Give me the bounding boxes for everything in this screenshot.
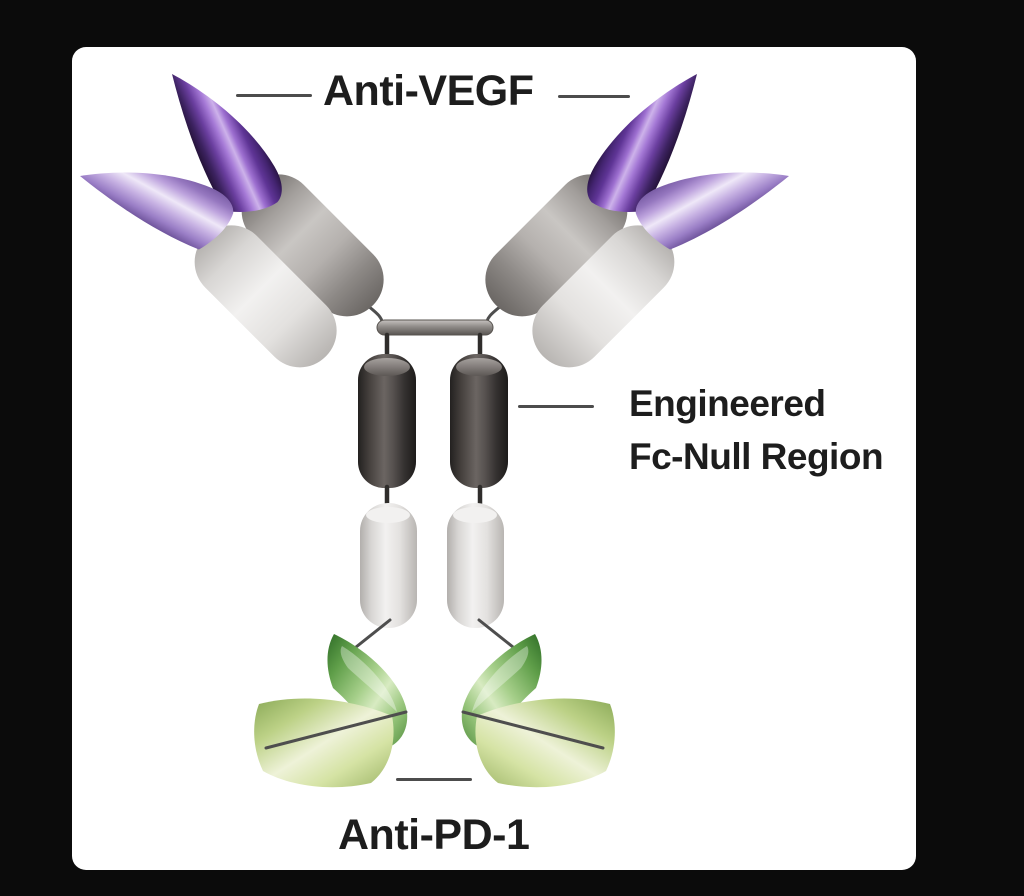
callout-line-fc-null [518, 405, 594, 408]
fc-null-region [358, 354, 508, 488]
hinge-bar [376, 319, 494, 336]
fc-null-label-line2: Fc-Null Region [629, 436, 884, 478]
callout-line-anti-vegf-right [558, 95, 630, 98]
fc-null-label: Engineered Fc-Null Region [629, 377, 884, 484]
ch3-cylinder-left [360, 503, 417, 628]
right-anti-pd1-wing [460, 618, 617, 789]
fc-null-cylinder-left [358, 354, 416, 488]
callout-line-anti-pd1 [396, 778, 472, 781]
ch3-cylinder-right [447, 503, 504, 628]
ch3-domains [360, 503, 504, 628]
left-anti-pd1-wing [252, 618, 409, 789]
anti-pd1-label: Anti-PD-1 [338, 811, 530, 859]
fc-null-label-line1: Engineered [629, 383, 826, 424]
anti-vegf-label: Anti-VEGF [323, 67, 534, 115]
fc-null-cylinder-right [450, 354, 508, 488]
callout-line-anti-vegf-left [236, 94, 312, 97]
